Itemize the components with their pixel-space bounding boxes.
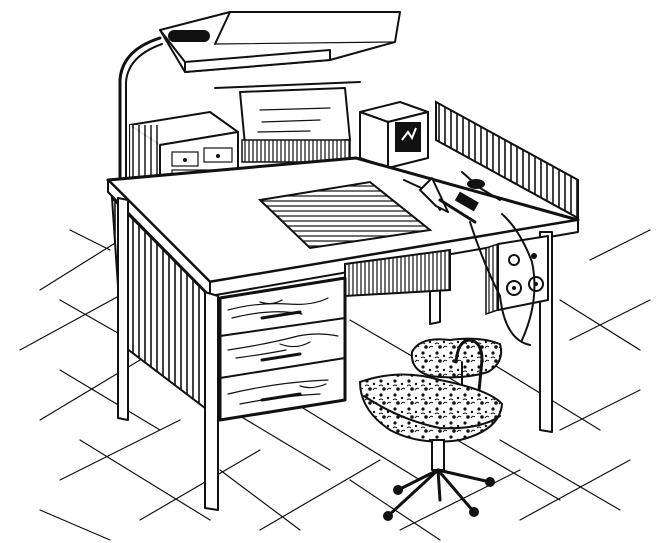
meter-box [359,101,429,169]
power-panel [469,213,549,346]
knob-icon [508,254,520,266]
soldering-iron [403,171,501,224]
circuit-board [257,180,433,250]
chair [358,337,504,521]
side-panel [435,100,579,220]
lamp-switch-icon [168,30,210,42]
lamp [118,11,401,192]
drawer-pedestal [218,276,347,422]
drawing-board [214,81,361,163]
floor-tiles [19,229,651,541]
